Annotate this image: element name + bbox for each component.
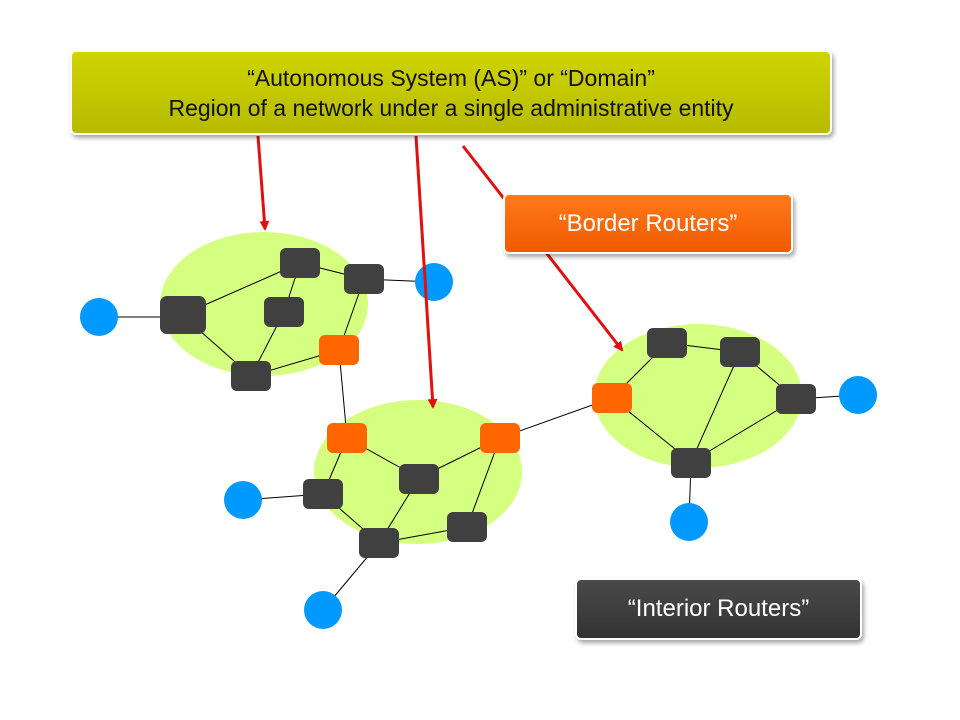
border-routers-callout: “Border Routers” (503, 193, 793, 254)
host-node (224, 481, 262, 519)
interior-router (303, 479, 343, 509)
arrow-to-left-domain (256, 135, 270, 231)
interior-router (720, 337, 760, 367)
border-router (480, 423, 520, 453)
arrow-to-middle-domain (414, 135, 438, 409)
host-node (839, 376, 877, 414)
interior-router (231, 361, 271, 391)
interior-routers-label: “Interior Routers” (627, 595, 810, 622)
border-router (327, 423, 367, 453)
host-node (415, 263, 453, 301)
hosts (80, 263, 877, 629)
border-routers-label: “Border Routers” (558, 209, 738, 237)
interior-router (160, 296, 206, 334)
interior-router (647, 328, 687, 358)
as-callout-line1: “Autonomous System (AS)” or “Domain” (247, 64, 655, 91)
interior-router (447, 512, 487, 542)
border-router (319, 335, 359, 365)
interior-routers (160, 248, 816, 558)
interior-routers-callout: “Interior Routers” (575, 578, 862, 640)
host-node (304, 591, 342, 629)
interior-router (280, 248, 320, 278)
border-router (592, 383, 632, 413)
interior-router (776, 384, 816, 414)
interior-router (359, 528, 399, 558)
host-node (670, 503, 708, 541)
interior-router (264, 297, 304, 327)
interior-router (399, 464, 439, 494)
border-routers (319, 335, 632, 453)
interior-router (671, 448, 711, 478)
as-callout-line2: Region of a network under a single admin… (168, 94, 734, 121)
host-node (80, 298, 118, 336)
autonomous-system-callout: “Autonomous System (AS)” or “Domain” Reg… (70, 50, 832, 135)
interior-router (344, 264, 384, 294)
